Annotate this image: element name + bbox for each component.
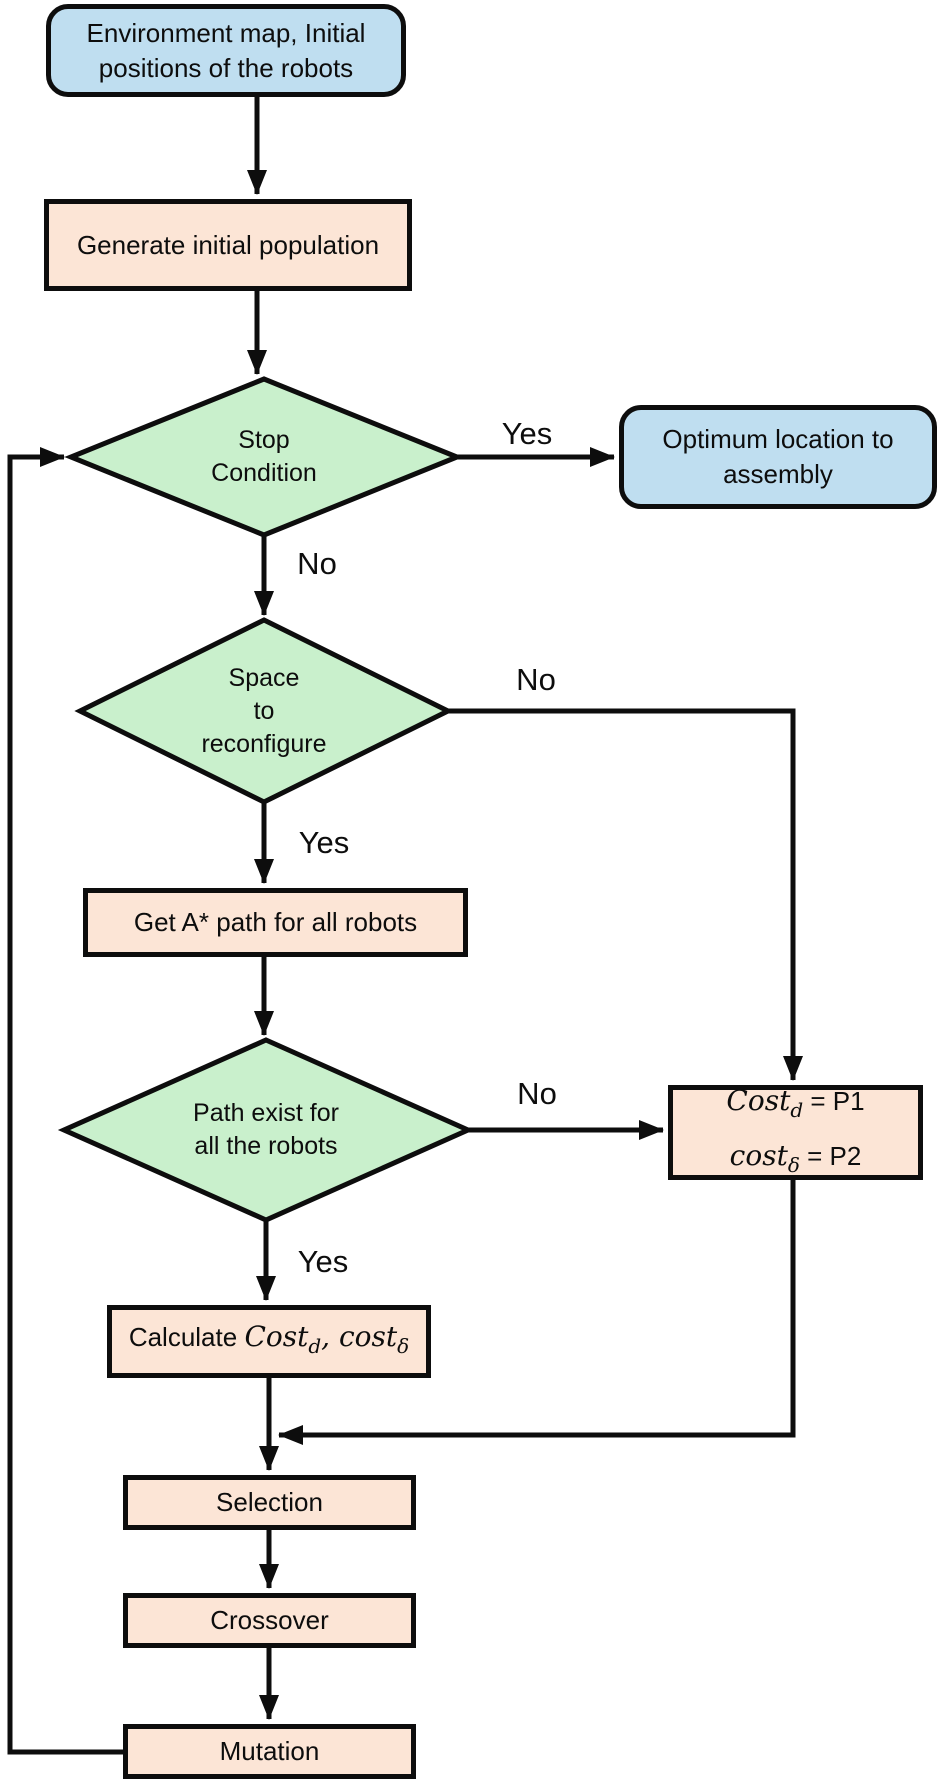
edge-label-path-yes: Yes (297, 1244, 349, 1279)
penalty-line-1: Costd = P1 (726, 1078, 864, 1133)
cost-delta-subscript: δ (787, 1152, 800, 1177)
start-node: Environment map, Initial positions of th… (46, 4, 406, 97)
process-calculate-cost: Calculate Costd, costδ (107, 1305, 431, 1378)
edge-label-space-no: No (516, 662, 556, 697)
calc-cost-delta-variable: cost (338, 1320, 398, 1353)
calc-cost-d-subscript: d (308, 1334, 322, 1358)
end-node-optimum-location: Optimum location to assembly (619, 405, 937, 509)
decision-stop-condition (64, 376, 464, 538)
cost-delta-value: = P2 (799, 1140, 862, 1171)
penalty-line-2: costδ = P2 (730, 1133, 862, 1188)
edge-label-space-yes: Yes (298, 825, 350, 860)
calculate-prefix: Calculate (128, 1322, 245, 1352)
calc-cost-d-variable: Cost (244, 1320, 309, 1353)
process-penalty-assignment: Costd = P1 costδ = P2 (668, 1084, 923, 1180)
decision-path-exists (57, 1037, 475, 1223)
calc-separator: , (321, 1320, 339, 1353)
connector-mutation-loop-to-stop (7, 447, 125, 1755)
cost-d-value: = P1 (803, 1085, 865, 1116)
process-generate-population: Generate initial population (44, 199, 412, 291)
cost-d-variable: Cost (726, 1083, 791, 1117)
process-mutation: Mutation (123, 1724, 416, 1779)
connector-space-no-to-penalty (448, 708, 803, 1081)
edge-label-stop-yes: Yes (501, 416, 553, 451)
process-crossover: Crossover (123, 1593, 416, 1648)
calculate-cost-label: Calculate Costd, costδ (129, 1320, 409, 1363)
calc-cost-delta-subscript: δ (397, 1334, 410, 1358)
cost-d-subscript: d (790, 1097, 804, 1122)
connector-penalty-to-merge (278, 1180, 796, 1445)
cost-delta-variable: cost (729, 1138, 788, 1172)
process-get-astar-path: Get A* path for all robots (83, 888, 468, 957)
decision-space-to-reconfigure (74, 617, 454, 805)
process-selection: Selection (123, 1475, 416, 1530)
edge-label-path-no: No (517, 1076, 557, 1111)
edge-label-stop-no: No (297, 546, 337, 581)
